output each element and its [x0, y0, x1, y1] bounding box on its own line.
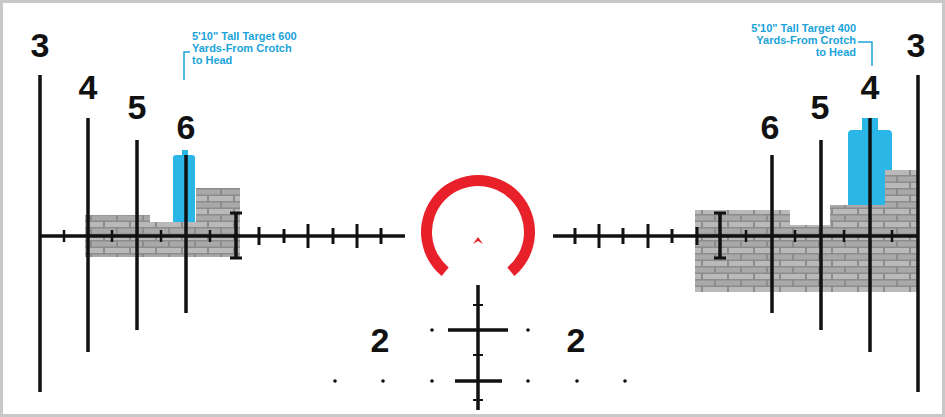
tick-marks	[40, 75, 918, 400]
stadia-bar	[916, 75, 920, 392]
range-bracket	[234, 213, 238, 258]
tick-mark	[307, 224, 310, 248]
range-number: 4	[861, 70, 880, 104]
stadia-bar	[86, 118, 90, 352]
tick-mark	[696, 227, 699, 245]
range-bracket	[718, 213, 722, 258]
tick-mark	[160, 230, 163, 242]
holdover-dot	[526, 379, 530, 383]
leader-line	[184, 52, 190, 80]
range-number: 2	[371, 323, 390, 357]
tick-mark	[891, 230, 894, 242]
range-bracket	[714, 257, 726, 260]
leader-line	[858, 42, 872, 66]
stadia-bar	[38, 75, 42, 392]
tick-mark	[380, 228, 383, 244]
tick-mark	[622, 228, 625, 244]
reticle-line	[553, 234, 918, 238]
tick-mark	[671, 229, 674, 243]
holdover-bar	[448, 328, 508, 332]
stadia-bar	[770, 155, 774, 313]
tick-mark	[574, 228, 577, 244]
reticle-post	[476, 285, 480, 410]
holdover-dot	[381, 379, 385, 383]
tick-mark	[843, 230, 846, 242]
brick-wall	[695, 170, 918, 292]
tick-mark	[647, 224, 650, 248]
range-number: 3	[31, 28, 50, 62]
holdover-dot	[430, 379, 434, 383]
range-number: 5	[811, 90, 830, 124]
tick-mark	[258, 227, 261, 245]
range-bracket	[714, 212, 726, 215]
stadia-bar	[819, 140, 823, 330]
range-number: 6	[761, 110, 780, 144]
tick-mark	[283, 229, 286, 243]
range-bracket	[230, 257, 242, 260]
tick-mark	[209, 230, 212, 242]
range-number: 2	[567, 323, 586, 357]
callout-note: 5'10" Tall Target 400 Yards-From Crotch …	[748, 22, 856, 58]
holdover-dot	[333, 379, 337, 383]
range-number: 4	[79, 70, 98, 104]
range-number: 6	[177, 110, 196, 144]
tick-mark	[598, 224, 601, 248]
holdover-dot	[430, 328, 434, 332]
stadia-bar	[135, 140, 139, 330]
stadia-bar	[184, 155, 188, 313]
holdover-dot	[526, 328, 530, 332]
callout-note: 5'10" Tall Target 600 Yards-From Crotch …	[192, 30, 300, 66]
tick-mark	[356, 224, 359, 248]
range-bracket	[230, 212, 242, 215]
reticle-line	[40, 234, 405, 238]
tick-mark	[473, 399, 483, 401]
range-number: 3	[907, 28, 926, 62]
stadia-bar	[868, 118, 872, 352]
tick-mark	[745, 230, 748, 242]
holdover-dot	[575, 379, 579, 383]
tick-mark	[794, 230, 797, 242]
holdover-bar	[455, 379, 502, 383]
red-chevron	[473, 237, 483, 244]
target-silhouette	[173, 155, 195, 227]
tick-mark	[473, 354, 483, 356]
tick-mark	[111, 230, 114, 242]
red-dot-circle	[421, 175, 535, 276]
range-number: 5	[128, 90, 147, 124]
tick-mark	[332, 228, 335, 244]
brick-wall	[85, 188, 240, 257]
tick-mark	[473, 304, 483, 306]
holdover-dot	[623, 379, 627, 383]
red-circle	[421, 175, 535, 276]
tick-mark	[63, 230, 66, 242]
